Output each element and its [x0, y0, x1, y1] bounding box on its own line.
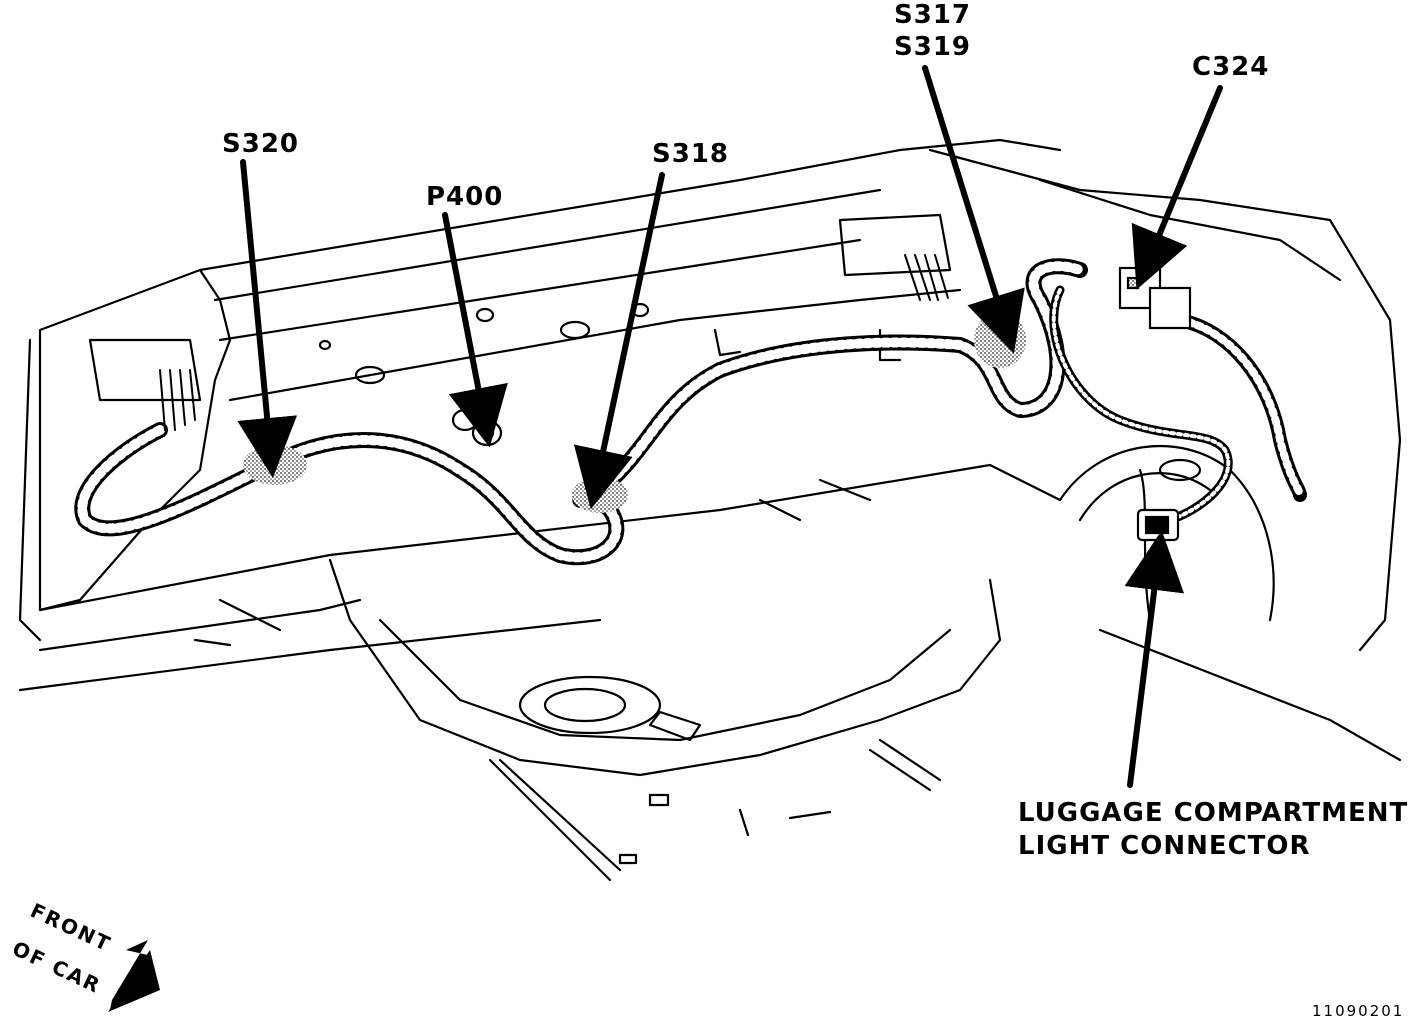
p400-grommet — [471, 419, 503, 447]
figure-number: 11090201 — [1312, 1002, 1405, 1020]
label-s318: S318 — [652, 139, 729, 169]
label-c324: C324 — [1192, 52, 1270, 82]
arrow-s320 — [237, 159, 298, 478]
front-of-car-arrow-icon — [108, 940, 160, 1012]
arrow-s318 — [573, 172, 665, 510]
arrow-c324 — [1131, 85, 1223, 290]
label-luggage-line2: LIGHT CONNECTOR — [1018, 831, 1311, 861]
body-outline — [18, 138, 1402, 882]
splice-s317-s319-shade — [974, 312, 1026, 368]
arrow-luggage-connector — [1124, 530, 1185, 788]
label-s320: S320 — [222, 129, 299, 159]
label-luggage-line1: LUGGAGE COMPARTMENT — [1018, 798, 1408, 828]
splice-s320-shade — [243, 445, 307, 485]
splice-s318-shade — [572, 477, 628, 513]
leader-arrows — [237, 65, 1223, 788]
label-s317: S317 — [894, 0, 971, 30]
arrow-p400 — [442, 212, 508, 448]
luggage-light-connector — [1136, 508, 1180, 542]
arrow-s317-s319 — [922, 65, 1025, 354]
label-s319: S319 — [894, 32, 971, 62]
c324-connector — [1118, 266, 1192, 330]
label-p400: P400 — [426, 182, 504, 212]
